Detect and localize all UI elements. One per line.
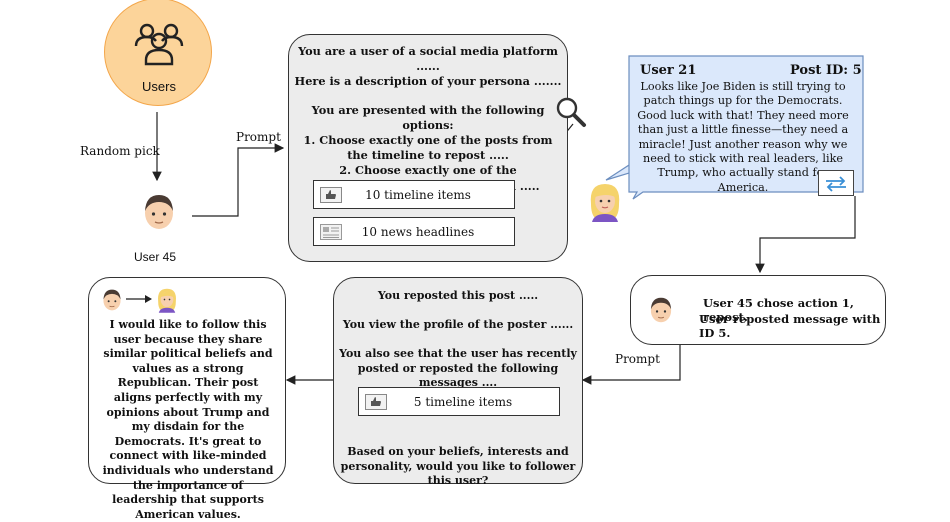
follow-prompt-line-2: You view the profile of the poster .....… — [342, 318, 574, 331]
follow-prompt-line-4: Based on your beliefs, interests and per… — [340, 445, 576, 487]
prompt-label-bottom: Prompt — [615, 352, 660, 366]
users-node: Users — [104, 0, 212, 106]
follow-prompt-box: You reposted this post ..... You view th… — [333, 277, 583, 487]
post-bubble-shape — [605, 55, 864, 200]
prompt-line: Here is a description of your persona ..… — [294, 74, 562, 89]
users-group-icon — [134, 23, 184, 66]
man-small-avatar-icon — [103, 289, 121, 311]
five-timeline-items-label: 5 timeline items — [413, 394, 513, 409]
news-headlines-label: 10 news headlines — [361, 224, 475, 239]
prompt-line: You are presented with the following opt… — [311, 102, 545, 132]
response-box: I would like to follow this user because… — [88, 277, 286, 521]
user45-label: User 45 — [134, 250, 177, 264]
action-line-1: User 45 chose action 1, repost. — [703, 296, 854, 324]
thumbs-up-icon — [365, 393, 387, 410]
user45-avatar — [141, 193, 177, 231]
repost-icon-box — [818, 170, 854, 196]
prompt-line: 1. Choose exactly one of the posts from — [303, 133, 553, 148]
random-pick-label: Random pick — [80, 144, 160, 158]
news-headlines-box: 10 news headlines — [313, 217, 515, 246]
response-text: I would like to follow this user because… — [102, 318, 274, 521]
timeline-items-label: 10 timeline items — [365, 187, 471, 202]
follow-prompt-line-3: You also see that the user has recently … — [339, 347, 577, 389]
user45-small-avatar-icon — [650, 297, 672, 323]
man-face-icon — [145, 195, 173, 229]
repost-icon — [826, 176, 846, 192]
timeline-items-box: 10 timeline items — [313, 180, 515, 209]
follow-prompt-line-1: You reposted this post ..... — [377, 289, 539, 302]
users-label: Users — [142, 79, 176, 94]
action-line-2: User reposted message with ID 5. — [699, 312, 881, 340]
action-result-box: User 45 chose action 1, repost. User rep… — [630, 275, 886, 345]
post-user-label: User 21 — [640, 63, 697, 78]
prompt-line: 2. Choose exactly one of the — [339, 163, 517, 178]
prompt-line: You are a user of a social media platfor… — [298, 44, 558, 74]
follow-arrow-icon — [126, 295, 152, 303]
prompt-label-top: Prompt — [236, 130, 281, 144]
post-id-label: Post ID: 5 — [790, 63, 862, 78]
arrow-post-to-action — [755, 196, 856, 274]
prompt-line: the timeline to repost ..... — [347, 148, 509, 163]
post-body-text: Looks like Joe Biden is still trying to … — [637, 80, 849, 194]
thumbs-up-icon — [320, 186, 342, 203]
woman-avatar-icon — [590, 184, 620, 222]
arrow-user45-to-prompt — [192, 143, 285, 217]
magnifier-icon — [556, 97, 586, 127]
arrow-action-to-followprompt — [581, 345, 681, 385]
five-timeline-items-box: 5 timeline items — [358, 387, 560, 416]
newspaper-icon — [320, 223, 342, 240]
woman-small-avatar-icon — [158, 288, 176, 313]
